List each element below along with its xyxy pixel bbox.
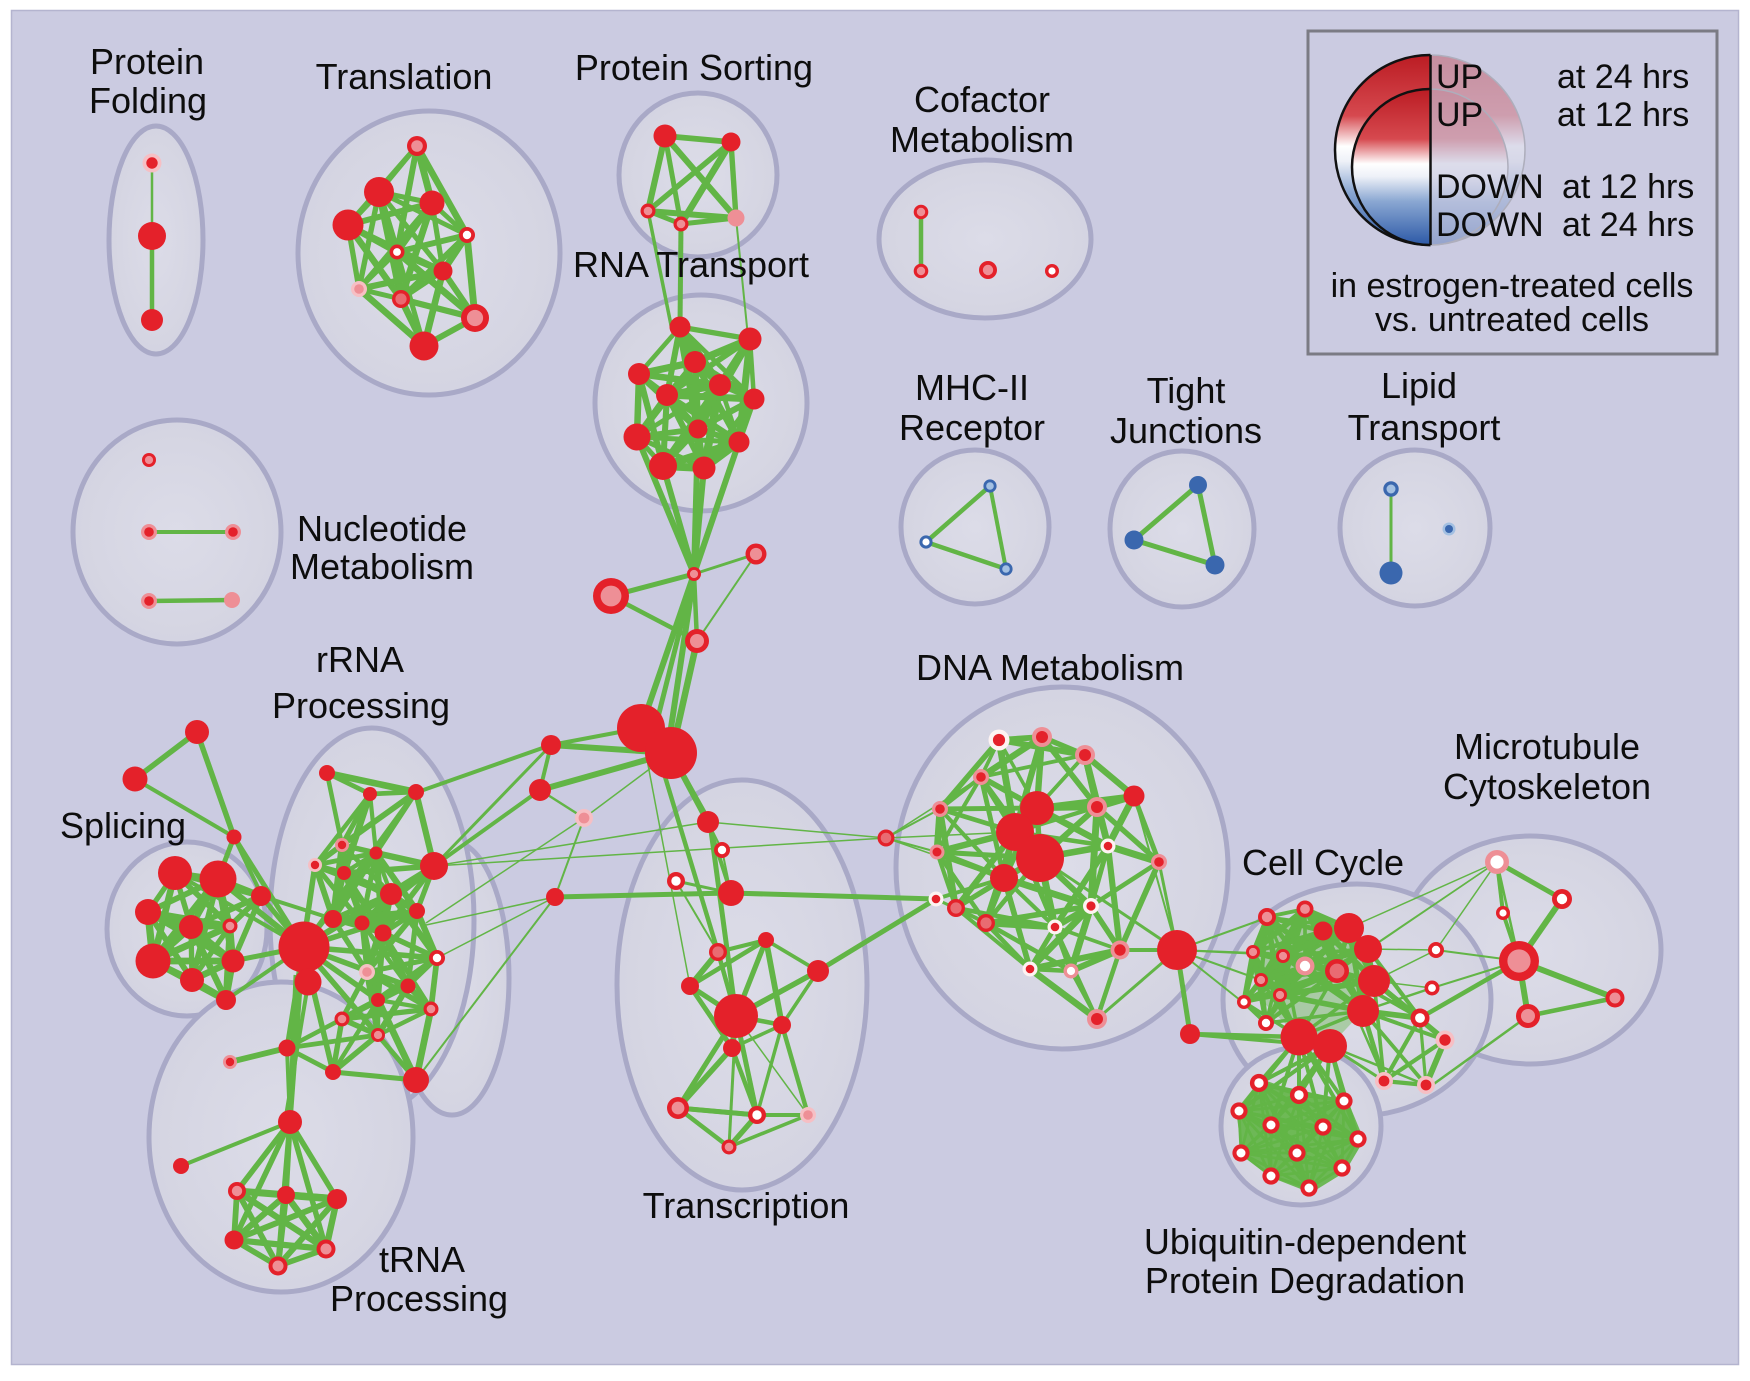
svg-text:Splicing: Splicing (60, 805, 186, 846)
svg-text:Junctions: Junctions (1110, 410, 1262, 451)
svg-text:Translation: Translation (316, 56, 493, 97)
svg-text:Transcription: Transcription (643, 1185, 850, 1226)
svg-text:Cofactor: Cofactor (914, 79, 1050, 120)
svg-text:Protein Sorting: Protein Sorting (575, 47, 813, 88)
svg-text:Metabolism: Metabolism (890, 119, 1074, 160)
svg-text:DNA Metabolism: DNA Metabolism (916, 647, 1184, 688)
svg-text:at 24 hrs: at 24 hrs (1557, 58, 1689, 96)
svg-text:Cell Cycle: Cell Cycle (1242, 842, 1404, 883)
svg-text:Cytoskeleton: Cytoskeleton (1443, 766, 1651, 807)
svg-text:MHC-II: MHC-II (915, 367, 1029, 408)
svg-text:in estrogen-treated cells: in estrogen-treated cells (1331, 267, 1694, 305)
svg-text:UP: UP (1436, 96, 1483, 134)
svg-text:Folding: Folding (89, 80, 207, 121)
svg-text:Metabolism: Metabolism (290, 546, 474, 587)
svg-text:DOWN: DOWN (1436, 168, 1544, 206)
svg-text:Protein Degradation: Protein Degradation (1145, 1260, 1465, 1301)
svg-text:Processing: Processing (272, 685, 450, 726)
svg-text:UP: UP (1436, 58, 1483, 96)
svg-text:Tight: Tight (1147, 370, 1226, 411)
svg-text:tRNA: tRNA (379, 1239, 465, 1280)
svg-text:vs. untreated cells: vs. untreated cells (1375, 301, 1649, 339)
svg-text:Lipid: Lipid (1381, 365, 1457, 406)
svg-text:rRNA: rRNA (316, 639, 404, 680)
svg-text:Receptor: Receptor (899, 407, 1045, 448)
svg-text:at 12 hrs: at 12 hrs (1562, 168, 1694, 206)
svg-text:Transport: Transport (1348, 407, 1501, 448)
svg-text:Nucleotide: Nucleotide (297, 508, 467, 549)
svg-text:RNA Transport: RNA Transport (573, 244, 809, 285)
svg-text:Processing: Processing (330, 1278, 508, 1319)
svg-text:at 24 hrs: at 24 hrs (1562, 206, 1694, 244)
svg-text:Microtubule: Microtubule (1454, 726, 1640, 767)
svg-text:DOWN: DOWN (1436, 206, 1544, 244)
svg-text:Ubiquitin-dependent: Ubiquitin-dependent (1144, 1221, 1466, 1262)
svg-text:Protein: Protein (90, 41, 204, 82)
svg-text:at 12 hrs: at 12 hrs (1557, 96, 1689, 134)
